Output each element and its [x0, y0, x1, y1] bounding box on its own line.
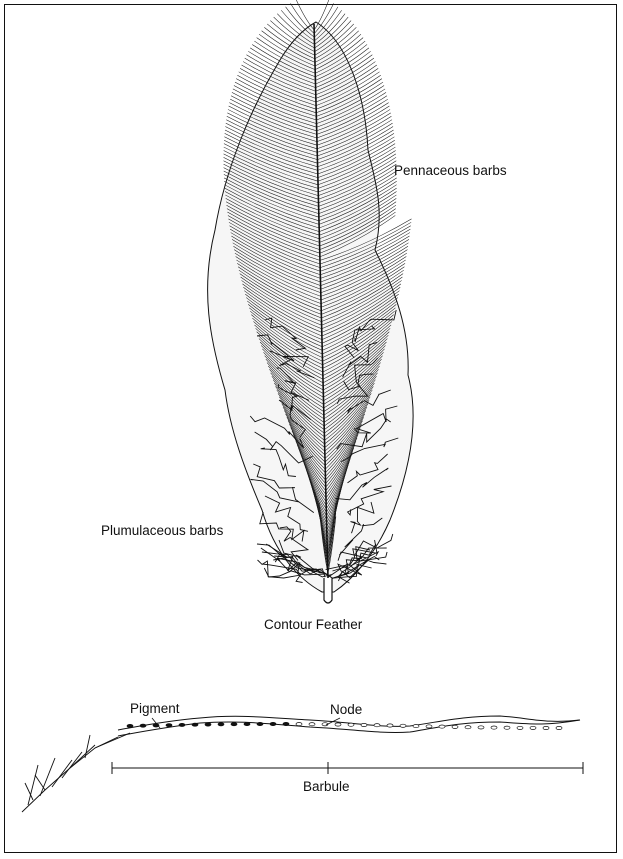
barbule-node — [166, 724, 172, 727]
barbule-node — [270, 722, 276, 725]
barbule-node — [504, 726, 510, 729]
barbule-node — [530, 726, 536, 729]
barbule-node — [127, 724, 133, 727]
barbule-node — [413, 725, 419, 728]
barbule-node — [387, 724, 393, 727]
barbule-node — [491, 726, 497, 729]
barbule-node — [478, 726, 484, 729]
label-barbule: Barbule — [303, 780, 350, 794]
barbule-node — [465, 726, 471, 729]
label-plumulaceous-barbs: Plumulaceous barbs — [101, 524, 223, 538]
barbule-node — [556, 726, 562, 729]
calamus — [324, 578, 332, 603]
label-pigment: Pigment — [130, 702, 180, 716]
barbule-strand-lower — [118, 720, 580, 736]
barbule-node — [543, 726, 549, 729]
barbule-node — [439, 725, 445, 728]
barbule-node — [257, 722, 263, 725]
barbule-node — [348, 723, 354, 726]
barbule-node — [296, 723, 302, 726]
contour-feather-drawing — [208, 0, 414, 603]
barbule-node — [231, 723, 237, 726]
barbule-node — [374, 724, 380, 727]
barbule-node — [192, 723, 198, 726]
barbule-nodes — [127, 722, 562, 729]
barbule-node — [179, 723, 185, 726]
barbule-node — [205, 723, 211, 726]
label-node: Node — [330, 703, 362, 717]
label-contour-feather: Contour Feather — [264, 618, 362, 632]
barbule-node — [335, 723, 341, 726]
barbule-node — [140, 724, 146, 727]
barbule-node — [361, 723, 367, 726]
label-pennaceous-barbs: Pennaceous barbs — [394, 164, 507, 178]
barbule-node — [400, 724, 406, 727]
barbule-node — [517, 726, 523, 729]
barbule-node — [452, 725, 458, 728]
barb-branch — [22, 733, 130, 812]
barbule-node — [218, 723, 224, 726]
barbule-node — [309, 723, 315, 726]
barbule-node — [244, 723, 250, 726]
barbule-node — [283, 722, 289, 725]
barbule-scale-bar — [112, 762, 583, 774]
barbule-node — [426, 725, 432, 728]
barbule-drawing — [22, 716, 583, 812]
